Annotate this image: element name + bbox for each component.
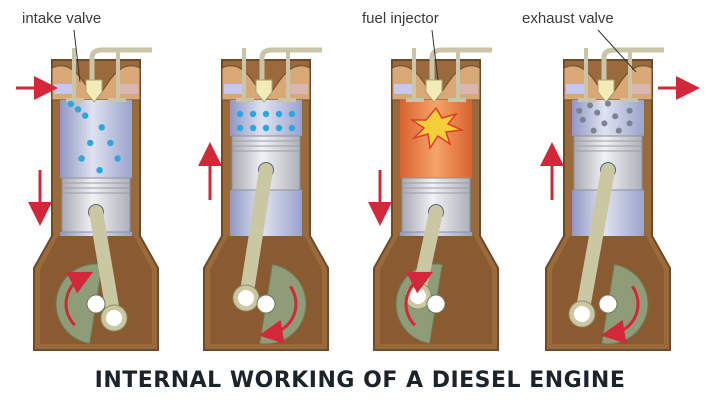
combustion-explosion-icon (409, 106, 465, 151)
intake-valve-head (66, 98, 84, 102)
crank-rotation-arrow (258, 285, 298, 344)
fuel-line (259, 47, 322, 80)
compressed-air-dot (236, 124, 244, 132)
fuel-line (89, 47, 152, 80)
compressed-air-dot (288, 124, 296, 132)
intake-port (54, 84, 72, 94)
intake-valve-label: intake valve (22, 10, 102, 27)
exhaust-gas-dot (612, 113, 619, 120)
connecting-rod (575, 163, 615, 321)
fuel-injector (85, 79, 103, 103)
intake-valve-leader (73, 29, 81, 83)
fuel-injector (425, 79, 443, 103)
fuel-line (601, 47, 664, 80)
air-droplet (87, 139, 94, 147)
crank-rotation-arrow (404, 271, 434, 327)
exhaust-gas-dot (587, 102, 593, 109)
crankshaft-main (256, 294, 276, 314)
air-droplet (98, 124, 105, 131)
exhaust-port (632, 84, 650, 94)
intake-valve-head (406, 98, 424, 102)
exhaust-port (460, 84, 478, 94)
exhaust-valve-head (278, 98, 296, 102)
engine-power (368, 47, 499, 351)
air-droplet (107, 139, 114, 147)
crank-rotation-arrow (64, 271, 94, 327)
crankshaft-main (86, 294, 106, 314)
compressed-air-dot (288, 110, 296, 118)
exhaust-gas-dot (579, 116, 586, 123)
connecting-rod (239, 163, 273, 305)
exhaust-gas-dot (605, 100, 611, 107)
exhaust-valve-head (448, 98, 466, 102)
exhaust-valve-head (108, 98, 126, 102)
engine-compression (198, 47, 329, 351)
air-droplet (67, 100, 75, 108)
air-droplet (114, 155, 121, 162)
combustion-chamber (60, 100, 132, 178)
crank-pin (106, 310, 122, 326)
exhaust-gas-dot (601, 120, 608, 127)
intake-valve-head (578, 98, 596, 102)
exhaust-port (120, 84, 138, 94)
compressed-air-dot (262, 110, 270, 118)
intake-port (394, 84, 412, 94)
connecting-rod (89, 205, 121, 325)
compressed-air-dot (275, 110, 283, 118)
crankshaft-main (598, 294, 618, 314)
exhaust-gas-dot (615, 127, 622, 134)
air-droplet (74, 106, 82, 113)
fuel-injector (255, 79, 273, 103)
compressed-air-dot (236, 110, 244, 118)
crankshaft-main (426, 294, 446, 314)
intake-port (224, 84, 242, 94)
crank-pin (410, 288, 426, 304)
compressed-air-dot (249, 110, 257, 118)
diagram-title: INTERNAL WORKING OF A DIESEL ENGINE (94, 368, 626, 393)
fuel-injector-leader (431, 29, 439, 81)
exhaust-gas-dot (576, 107, 583, 114)
air-droplet (96, 167, 103, 174)
exhaust-valve-head (620, 98, 638, 102)
crank-pin (574, 306, 590, 322)
crank-pin (238, 290, 254, 306)
intake-valve-head (236, 98, 254, 102)
compressed-air-dot (262, 124, 270, 132)
air-droplet (82, 112, 89, 119)
fuel-injector-label: fuel injector (362, 10, 439, 27)
engine-exhaust (540, 47, 700, 351)
crank-rotation-arrow (600, 285, 640, 344)
fuel-injector (597, 79, 615, 103)
exhaust-port (290, 84, 308, 94)
exhaust-gas-dot (626, 107, 633, 114)
exhaust-valve-label: exhaust valve (522, 10, 614, 27)
exhaust-gas-dot (594, 109, 601, 116)
exhaust-gas-dot (590, 127, 597, 134)
exhaust-valve-leader (597, 29, 637, 73)
exhaust-gas-dot (626, 120, 633, 127)
compressed-air-dot (275, 124, 283, 132)
air-droplet (78, 155, 85, 162)
intake-port (566, 84, 584, 94)
engine-intake (16, 47, 159, 351)
compressed-air-dot (249, 124, 257, 132)
